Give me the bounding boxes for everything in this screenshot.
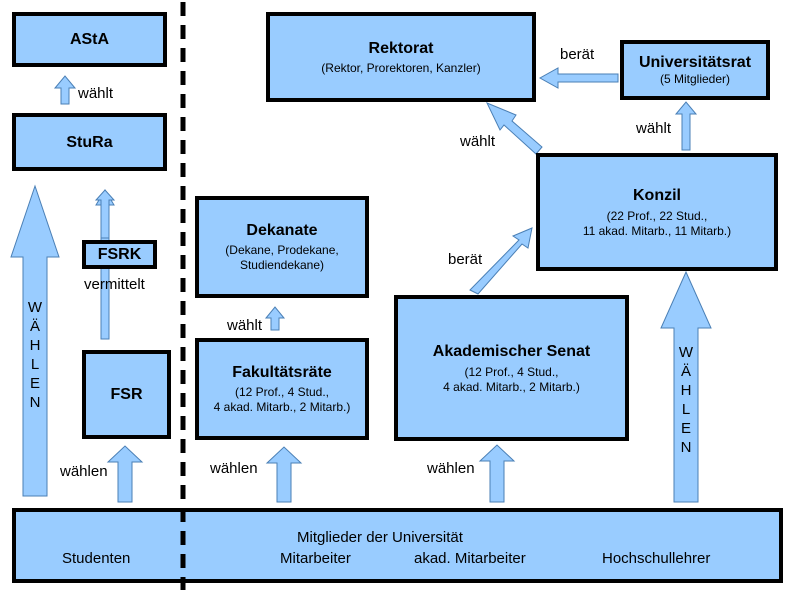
konzil-title: Konzil bbox=[633, 186, 681, 204]
vertical-letter: L bbox=[681, 401, 691, 418]
vertical-letter: W bbox=[678, 344, 694, 361]
fsrk-title: FSRK bbox=[97, 246, 142, 263]
senat-line-1: (12 Prof., 4 Stud., bbox=[464, 364, 559, 379]
universitaetsrat-box: Universitätsrat (5 Mitglieder) bbox=[620, 40, 770, 100]
universitaetsrat-title: Universitätsrat bbox=[638, 54, 752, 71]
label-beraet-unirat: berät bbox=[560, 46, 595, 63]
fakultaetsraete-title: Fakultätsräte bbox=[232, 364, 332, 381]
members-title: Mitglieder der Universität bbox=[297, 529, 463, 546]
fsr-box: FSR bbox=[82, 350, 171, 439]
label-waehlen-fsr: wählen bbox=[60, 463, 108, 480]
waehlen-fak-arrow bbox=[265, 446, 303, 503]
konzil-line-2: 11 akad. Mitarb., 11 Mitarb.) bbox=[582, 223, 732, 238]
label-waehlt-asta: wählt bbox=[78, 85, 114, 102]
waehlen-senat-arrow bbox=[478, 444, 516, 503]
group-mitarbeiter: Mitarbeiter bbox=[280, 550, 351, 567]
stura-to-asta-arrow bbox=[53, 75, 77, 105]
label-vermittelt: vermittelt bbox=[84, 276, 145, 293]
konzil-line-1: (22 Prof., 22 Stud., bbox=[606, 208, 708, 223]
label-waehlen-senat: wählen bbox=[427, 460, 475, 477]
fakultaetsraete-line-1: (12 Prof., 4 Stud., bbox=[234, 385, 330, 399]
fsr-title: FSR bbox=[110, 386, 143, 403]
rektorat-line-1: (Rektor, Prorektoren, Kanzler) bbox=[321, 60, 481, 75]
vertical-waehlen-left: W Ä H L E N bbox=[25, 298, 45, 412]
rektorat-box: Rektorat (Rektor, Prorektoren, Kanzler) bbox=[266, 12, 536, 102]
dekanate-title: Dekanate bbox=[246, 222, 318, 239]
fsrk-to-stura-arrow bbox=[94, 189, 116, 239]
group-akad-mitarbeiter: akad. Mitarbeiter bbox=[414, 550, 526, 567]
waehlen-fsr-arrow bbox=[106, 445, 144, 503]
fakultaetsraete-box: Fakultätsräte (12 Prof., 4 Stud., 4 akad… bbox=[195, 338, 369, 440]
universitaetsrat-line-1: (5 Mitglieder) bbox=[659, 72, 731, 86]
label-waehlt-unirat: wählt bbox=[636, 120, 672, 137]
konzil-to-unirat-arrow bbox=[674, 101, 698, 151]
konzil-box: Konzil (22 Prof., 22 Stud., 11 akad. Mit… bbox=[536, 153, 778, 271]
vertical-letter: E bbox=[680, 420, 691, 437]
dekanate-box: Dekanate (Dekane, Prodekane, Studiendeka… bbox=[195, 196, 369, 298]
group-studenten: Studenten bbox=[62, 550, 131, 567]
vertical-letter: Ä bbox=[680, 363, 691, 380]
fak-to-dekanate-arrow bbox=[264, 306, 286, 331]
vertical-letter: H bbox=[680, 382, 692, 399]
rektorat-title: Rektorat bbox=[368, 39, 434, 57]
waehlen-right-arrow bbox=[660, 270, 712, 503]
vertical-waehlen-right: W Ä H L E N bbox=[676, 343, 696, 457]
senat-title: Akademischer Senat bbox=[432, 342, 591, 360]
senat-line-2: 4 akad. Mitarb., 2 Mitarb.) bbox=[443, 379, 580, 394]
vertical-letter: W bbox=[27, 299, 43, 316]
vertical-letter: Ä bbox=[29, 318, 40, 335]
senat-to-konzil-arrow bbox=[469, 227, 533, 295]
vertical-letter: H bbox=[29, 337, 41, 354]
asta-box: AStA bbox=[12, 12, 167, 67]
stura-box: StuRa bbox=[12, 113, 167, 171]
members-box: Mitglieder der Universität Studenten Mit… bbox=[12, 508, 783, 583]
vertical-letter: E bbox=[29, 375, 40, 392]
fakultaetsraete-line-2: 4 akad. Mitarb., 2 Mitarb.) bbox=[213, 400, 351, 414]
dekanate-line-2: Studiendekane) bbox=[239, 258, 325, 272]
label-waehlen-fak: wählen bbox=[210, 460, 258, 477]
stura-title: StuRa bbox=[66, 133, 113, 151]
vertical-letter: N bbox=[29, 394, 41, 411]
dekanate-line-1: (Dekane, Prodekane, bbox=[225, 243, 339, 257]
label-waehlt-dekanate: wählt bbox=[227, 317, 263, 334]
label-waehlt-rektorat: wählt bbox=[460, 133, 496, 150]
unirat-to-rektorat-arrow bbox=[538, 67, 619, 89]
group-hochschullehrer: Hochschullehrer bbox=[602, 550, 711, 567]
vertical-letter: N bbox=[680, 439, 692, 456]
senat-box: Akademischer Senat (12 Prof., 4 Stud., 4… bbox=[394, 295, 629, 441]
asta-title: AStA bbox=[69, 31, 110, 48]
waehlen-left-arrow bbox=[10, 184, 60, 497]
fsrk-box: FSRK bbox=[82, 240, 157, 269]
label-beraet-senat: berät bbox=[448, 251, 483, 268]
vertical-letter: L bbox=[30, 356, 40, 373]
konzil-to-rektorat-arrow bbox=[485, 102, 543, 155]
